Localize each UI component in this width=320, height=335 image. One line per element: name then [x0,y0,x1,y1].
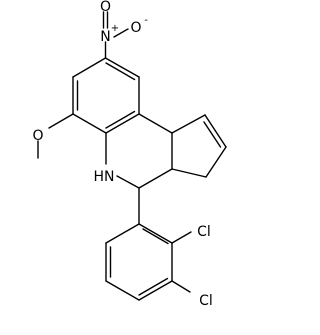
bond-b1-b2 [138,223,173,244]
bond-a1-a2-inner [105,62,136,81]
bond-a6-a1 [72,57,107,78]
bond-b3-cl [171,280,191,293]
structure-svg: O N + O - O HN Cl Cl [32,0,227,309]
bond-c1-c2 [204,114,227,148]
nitro-oxygen-right-label: O [130,20,141,36]
nitro-nitrogen-label: N [100,29,110,45]
bond-a3-a4 [105,113,140,134]
methoxy-oxygen-label: O [32,128,43,144]
amine-label: HN [94,169,115,185]
bond-b2-cl [171,231,192,244]
nitro-nitrogen-charge: + [111,23,119,34]
bond-c9b-c1 [171,114,206,134]
bond-a3-a4-inner [105,110,136,129]
bond-b4-b5 [105,280,140,301]
chlorine-lower-label: Cl [199,293,213,309]
bond-b3-b4 [138,280,173,301]
bond-b3-b4-inner [138,277,169,296]
bonds [37,11,227,301]
bond-c3a-c4 [138,168,173,189]
bond-c2-c3 [205,146,227,178]
bond-ring-ome [48,113,74,129]
bond-n-o-right [113,28,129,38]
bond-b6-b1 [105,223,140,244]
bond-b1-b2-inner [142,228,169,245]
bond-a4-a5 [72,113,107,134]
nitro-oxygen-top-label: O [100,0,111,15]
molecule-drawing: O N + O - O HN Cl Cl [32,0,227,309]
bond-a3-c9b [138,113,173,134]
atom-labels: O N + O - O HN Cl Cl [32,0,212,309]
bond-c1-c2-double [203,121,222,148]
bond-c4-nh [116,175,140,189]
nitro-oxygen-charge: - [144,15,148,26]
bond-a1-a2 [104,57,140,78]
bond-c3-c3a [171,168,207,178]
chlorine-upper-label: Cl [197,224,211,240]
